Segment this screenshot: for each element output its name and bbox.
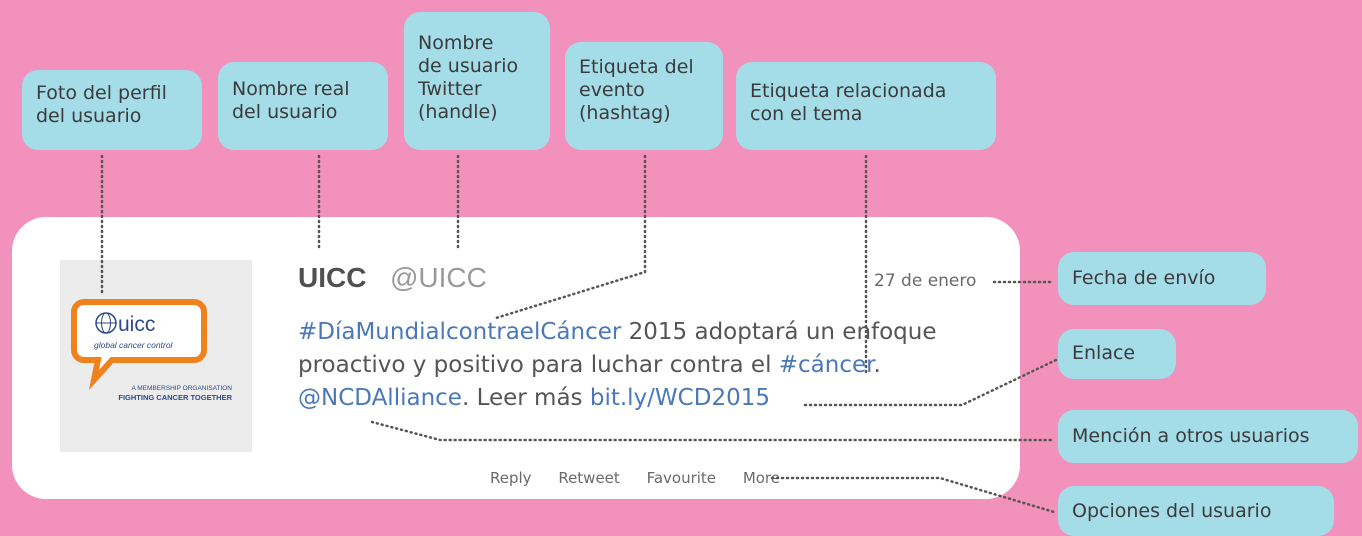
logo-brand: uicc — [118, 313, 155, 336]
leader-event-tag — [494, 154, 647, 320]
logo-org-line2: FIGHTING CANCER TOGETHER — [118, 393, 232, 402]
user-handle[interactable]: @UICC — [390, 262, 487, 293]
leader-user-options — [770, 476, 1056, 514]
label-user-options: Opciones del usuario — [1058, 486, 1334, 536]
label-username: Nombre de usuario Twitter (handle) — [404, 12, 550, 150]
logo-tagline: global cancer control — [94, 340, 174, 350]
reply-button[interactable]: Reply — [490, 469, 532, 487]
retweet-button[interactable]: Retweet — [558, 469, 620, 487]
label-profile-photo: Foto del perfil del usuario — [22, 70, 202, 150]
label-send-date: Fecha de envío — [1058, 252, 1266, 305]
hashtag-topic-link[interactable]: #cáncer — [778, 352, 874, 378]
mention-link[interactable]: @NCDAlliance — [298, 385, 462, 411]
tweet-text-part-2: . — [873, 352, 881, 378]
label-link: Enlace — [1058, 329, 1176, 379]
tweet-actions: Reply Retweet Favourite More — [490, 469, 802, 487]
user-real-name[interactable]: UICC — [298, 262, 367, 293]
tweet-text-part-3: . Leer más — [461, 385, 590, 411]
favourite-button[interactable]: Favourite — [646, 469, 717, 487]
label-mention: Mención a otros usuarios — [1058, 410, 1358, 463]
more-button[interactable]: More — [742, 469, 780, 487]
label-related-tag: Etiqueta relacionada con el tema — [736, 62, 996, 150]
tweet-text: #DíaMundialcontraelCáncer 2015 adoptará … — [298, 316, 978, 415]
logo-org-line1: A MEMBERSHIP ORGANISATION — [131, 385, 232, 392]
tweet-text-part-1: 2015 adoptará un enfoque proactivo y pos… — [298, 319, 937, 378]
avatar[interactable]: uicc global cancer control A MEMBERSHIP … — [60, 260, 252, 452]
uicc-logo: uicc global cancer control A MEMBERSHIP … — [71, 299, 233, 402]
label-real-name: Nombre real del usuario — [218, 62, 388, 150]
url-link[interactable]: bit.ly/WCD2015 — [589, 385, 770, 411]
globe-icon — [95, 312, 117, 334]
label-event-tag: Etiqueta del evento (hashtag) — [565, 42, 723, 150]
tweet-date[interactable]: 27 de enero — [874, 271, 977, 291]
leader-link — [803, 358, 1058, 407]
leader-mention — [370, 420, 1054, 442]
hashtag-event-link[interactable]: #DíaMundialcontraelCáncer — [298, 319, 622, 345]
